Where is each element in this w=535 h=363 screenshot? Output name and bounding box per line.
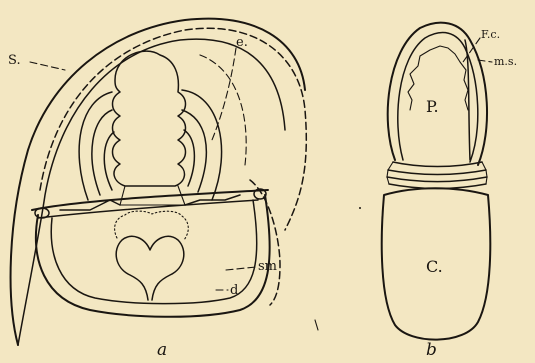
figure-b: F.c. m.s. P. C. b <box>382 23 517 360</box>
collar-top <box>393 162 482 167</box>
collar-1 <box>388 170 486 175</box>
collar-2 <box>387 177 487 182</box>
lower-stem <box>116 236 184 300</box>
collar-left-side <box>387 162 393 184</box>
right-lobe-outer <box>182 90 222 200</box>
label-fc: F.c. <box>481 28 500 41</box>
caption-a: a <box>157 340 167 360</box>
central-body <box>113 51 186 186</box>
leader-sm <box>226 267 256 270</box>
label-s: S. <box>8 53 21 68</box>
right-lobe-inner <box>184 130 194 186</box>
leader-e <box>212 48 236 140</box>
lower-shell-inner <box>51 200 256 304</box>
leader-s <box>30 62 65 70</box>
dotted-organ <box>115 211 189 240</box>
label-c: C. <box>426 257 443 276</box>
label-ms: m.s. <box>494 55 517 68</box>
capsule-p-outer <box>388 23 487 165</box>
label-p: P. <box>426 97 439 116</box>
speck <box>359 207 361 209</box>
figure-a: S. e. sm d a <box>8 19 306 360</box>
label-sm: sm <box>258 259 277 274</box>
left-lobe-inner <box>104 132 114 190</box>
label-d: d <box>230 283 238 298</box>
middle-plate-lower <box>38 200 258 218</box>
caption-b: b <box>426 340 437 360</box>
speck-stroke <box>315 320 318 330</box>
label-e: e. <box>236 35 248 50</box>
collar-right-side <box>482 162 487 184</box>
